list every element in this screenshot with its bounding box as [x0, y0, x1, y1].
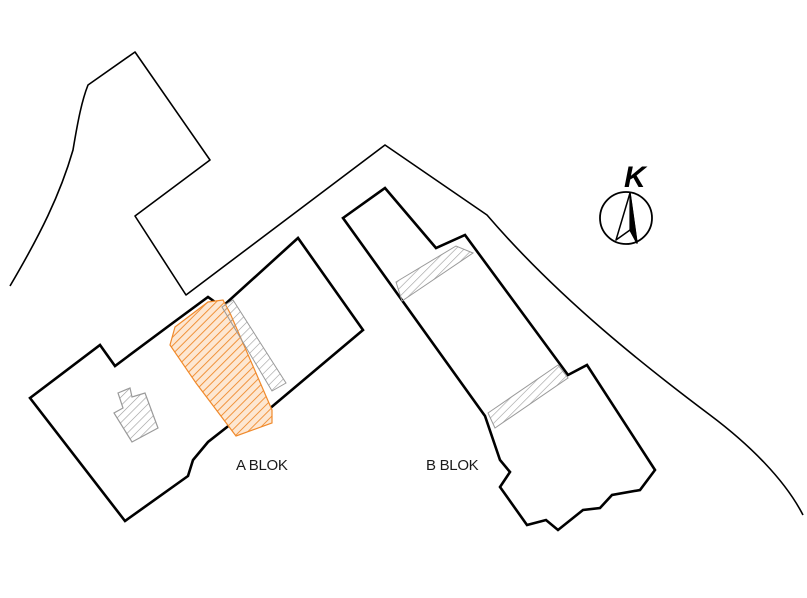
block-b-upper-hatch	[395, 245, 475, 302]
site-boundary-left	[9, 51, 804, 516]
block-a-building	[28, 236, 365, 523]
north-arrow-icon: K	[599, 161, 653, 245]
block-a-gray-hatch	[221, 299, 287, 392]
block-b-lower-hatch	[487, 364, 569, 429]
north-letter: K	[624, 161, 648, 194]
block-a-small-hatch	[113, 387, 159, 443]
block-a-highlight-zone	[169, 299, 273, 437]
block-b-label: B BLOK	[426, 457, 479, 474]
block-b-building	[341, 186, 657, 532]
north-arrow-pointer-half	[629, 192, 638, 244]
block-b-outline	[341, 186, 657, 532]
site-boundary	[9, 51, 804, 516]
block-a-outline	[28, 236, 365, 523]
block-a-label: A BLOK	[236, 457, 288, 474]
